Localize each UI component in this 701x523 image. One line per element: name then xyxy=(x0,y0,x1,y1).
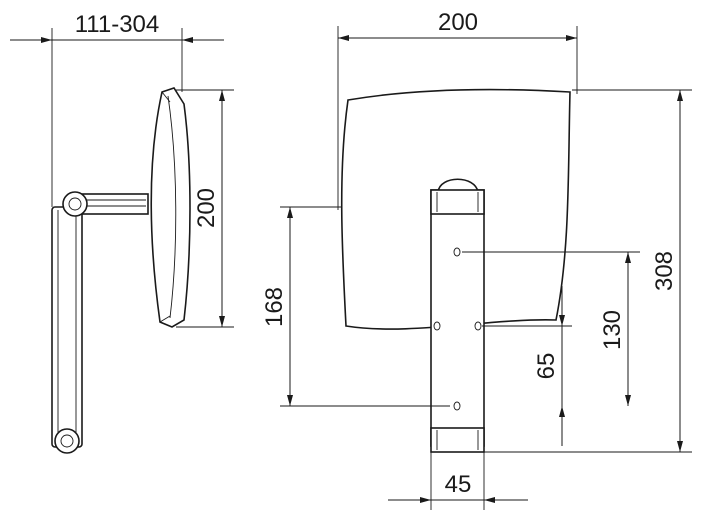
side-bottom-knob xyxy=(54,428,80,454)
dim-bracket-width: 45 xyxy=(388,452,528,510)
mount-hole-top xyxy=(453,247,461,257)
front-view xyxy=(340,88,571,453)
dim-hole-spacing-large: 130 xyxy=(462,251,640,406)
label-hole-spacing-small: 65 xyxy=(533,353,560,380)
dim-side-height: 200 xyxy=(176,89,234,328)
side-view xyxy=(51,87,191,454)
dim-hole-spacing-small: 65 xyxy=(482,286,572,446)
side-wall-bracket xyxy=(51,206,83,448)
dim-mount-offset: 168 xyxy=(261,206,450,407)
dim-total-height: 308 xyxy=(484,89,692,453)
front-wall-bracket xyxy=(430,189,485,447)
label-hole-spacing-large: 130 xyxy=(599,310,626,350)
label-arm-reach: 111-304 xyxy=(75,11,160,38)
side-mirror-profile xyxy=(150,87,191,328)
label-mount-offset: 168 xyxy=(261,287,288,327)
label-side-height: 200 xyxy=(193,188,220,228)
mount-hole-mid-right xyxy=(474,321,482,331)
dim-front-width: 200 xyxy=(337,9,578,210)
side-pivot-joint xyxy=(62,191,88,217)
mount-hole-bottom xyxy=(453,401,461,411)
dim-arm-reach: 111-304 xyxy=(10,11,224,207)
label-front-width: 200 xyxy=(438,9,478,36)
mount-hole-mid-left xyxy=(433,321,441,331)
label-bracket-width: 45 xyxy=(445,471,472,498)
label-total-height: 308 xyxy=(651,251,678,291)
